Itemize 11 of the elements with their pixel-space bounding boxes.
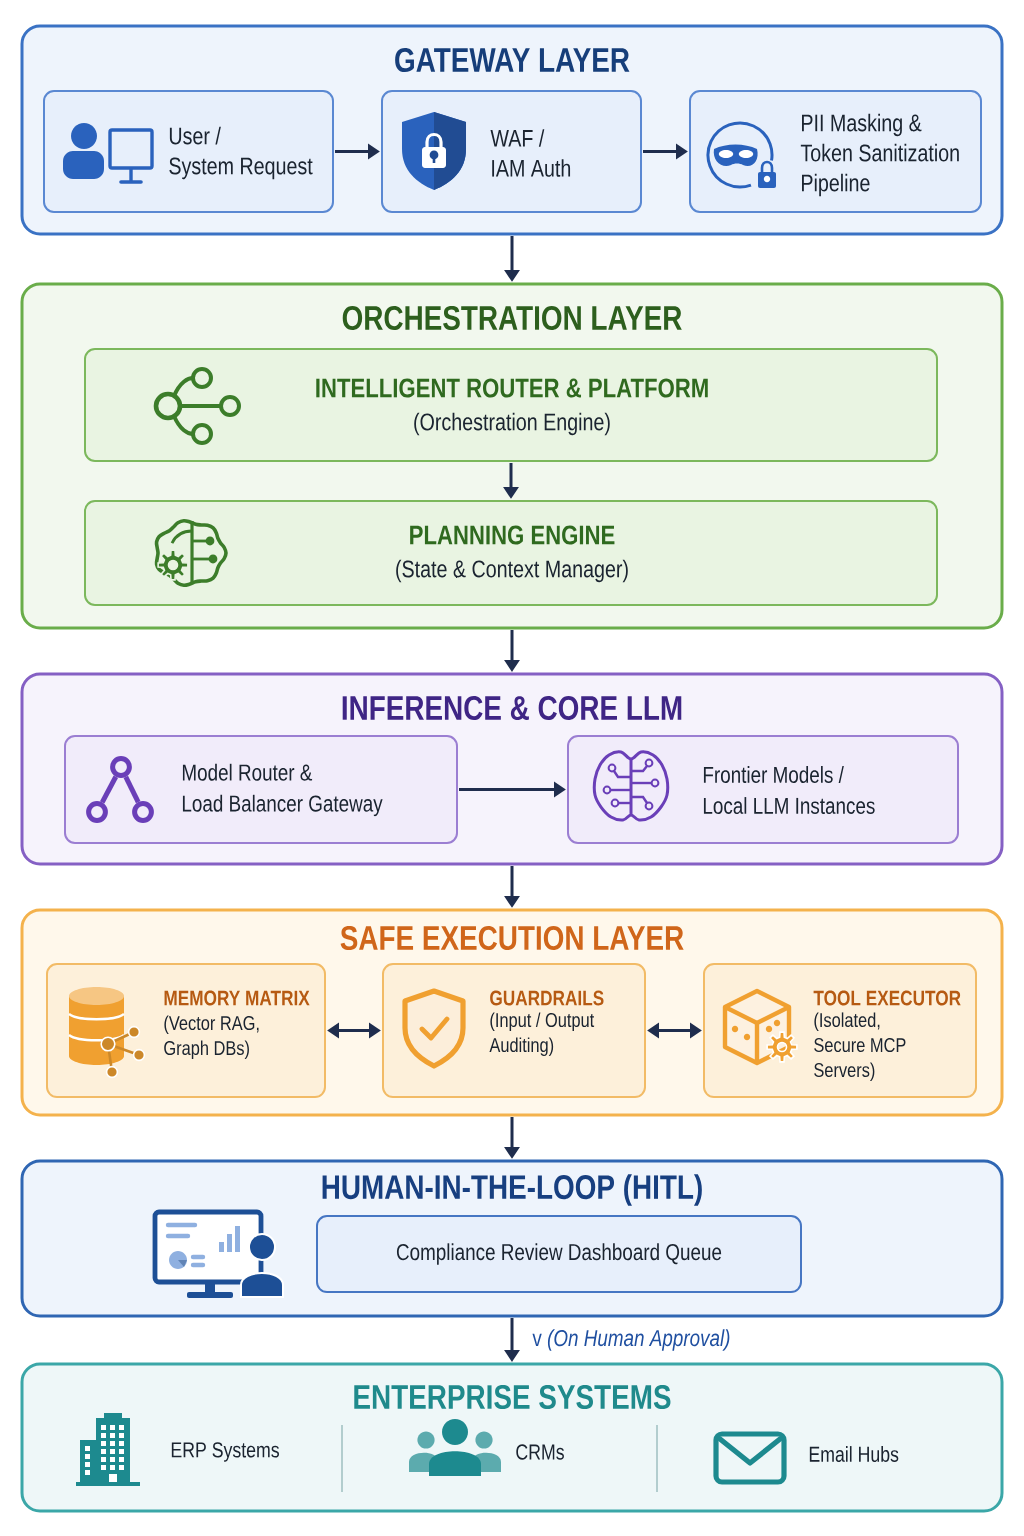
system-label: ERP Systems (171, 1442, 279, 1462)
process-box: Compliance Review Dashboard Queue (316, 1215, 802, 1293)
edge-label: v (On Human Approval) (530, 1327, 733, 1353)
process-box: PII Masking & Token Sanitization Pipeline (689, 90, 982, 213)
process-box: Frontier Models / Local LLM Instances (567, 735, 959, 844)
process-box: User / System Request (43, 90, 334, 213)
process-box: INTELLIGENT ROUTER & PLATFORM (Orchestration Engine) (84, 348, 938, 462)
system-label: Email Hubs (809, 1446, 899, 1462)
system-label: CRMs (516, 1444, 564, 1460)
process-box: Model Router & Load Balancer Gateway (64, 735, 458, 844)
process-box: PLANNING ENGINE (State & Context Manager) (84, 500, 938, 606)
